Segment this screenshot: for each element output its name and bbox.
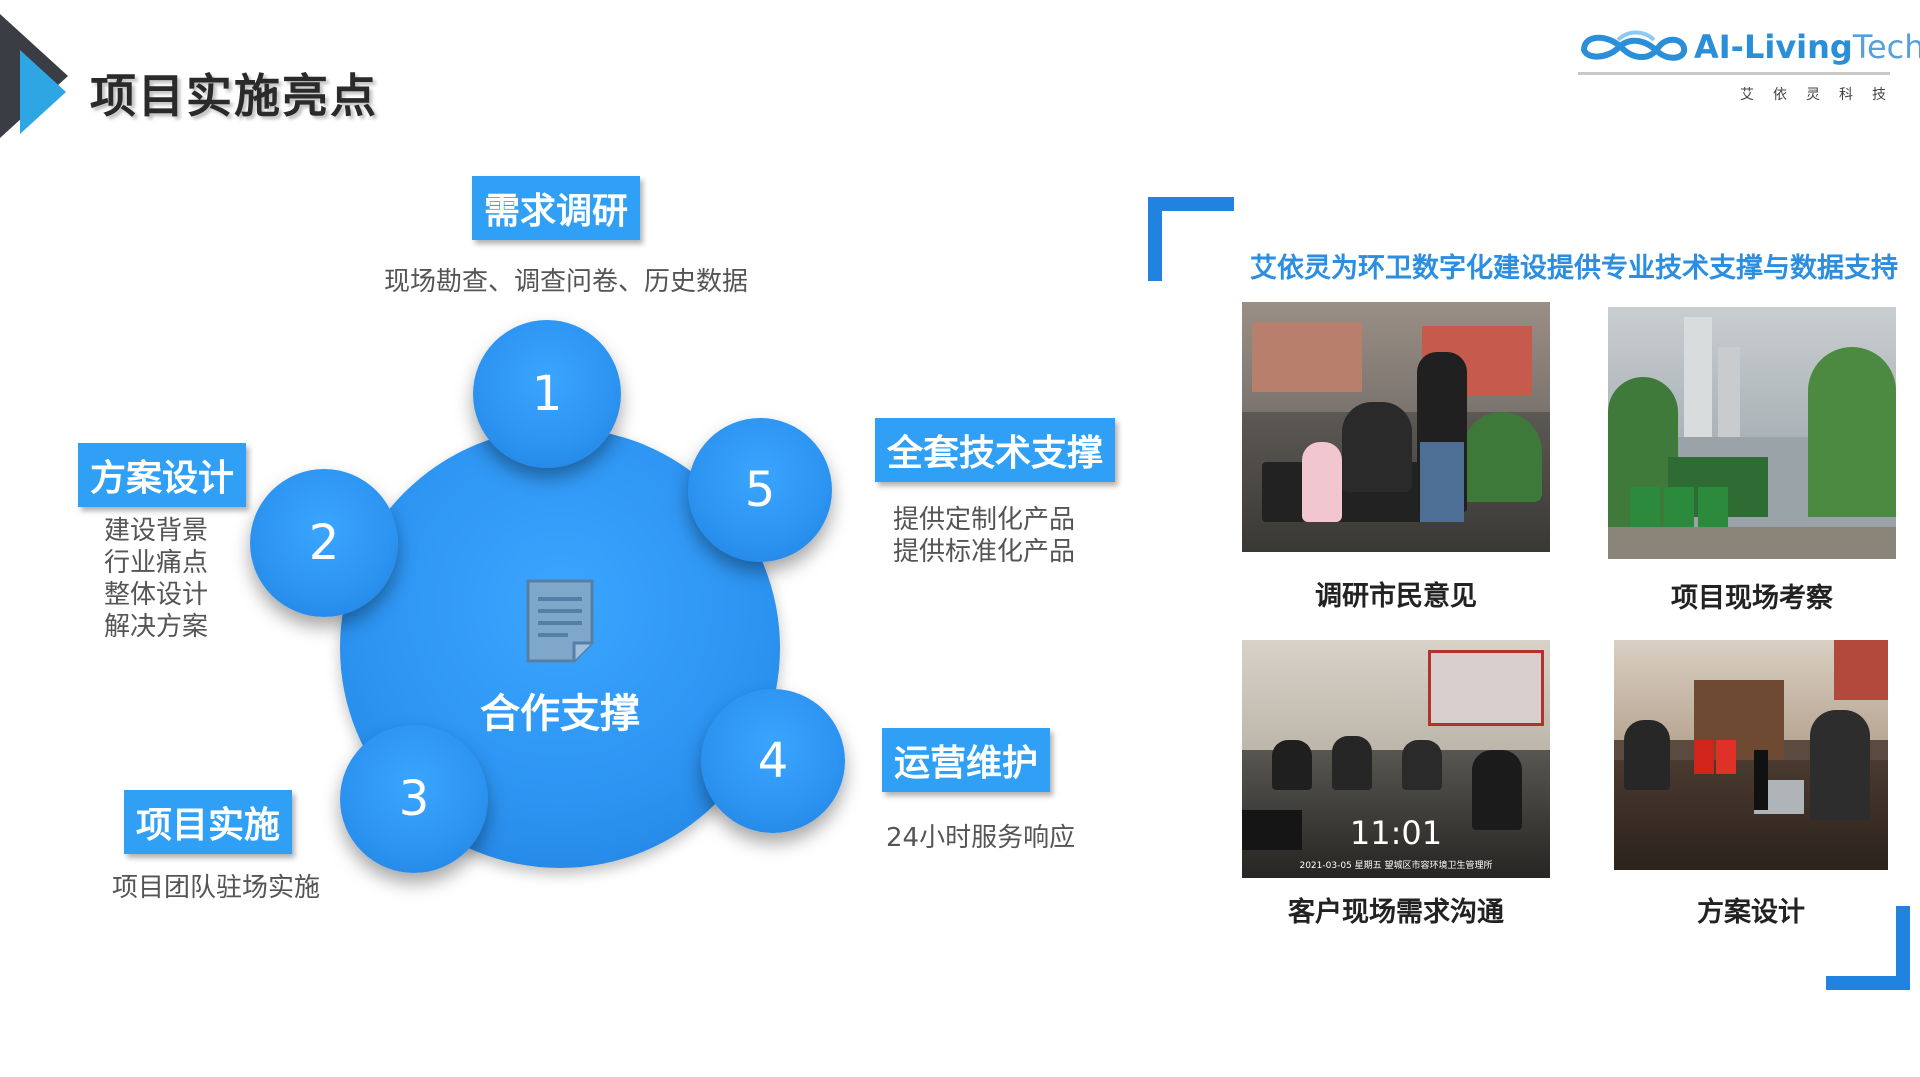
step-number: 2: [308, 515, 340, 571]
step-title-4: 运营维护: [882, 728, 1051, 792]
photo-overlay-date: 2021-03-05 星期五 望城区市容环境卫生管理所: [1299, 861, 1493, 871]
photo-solution-design: [1614, 640, 1888, 870]
attendee: [1272, 740, 1312, 790]
photo-site-inspection: [1608, 307, 1896, 559]
photo-caption-3: 客户现场需求沟通: [1288, 897, 1504, 928]
person: [1624, 720, 1670, 790]
speaker: [1754, 750, 1768, 810]
step-circle-1: 1: [473, 320, 621, 468]
step-number: 3: [398, 771, 430, 827]
desc-line: 提供标准化产品: [893, 537, 1076, 567]
laptop: [1242, 810, 1302, 850]
step-circle-5: 5: [688, 418, 832, 562]
step-title-3: 项目实施: [124, 790, 293, 854]
shop-shelf: [1252, 322, 1362, 392]
desc-line: 现场勘查、调查问卷、历史数据: [384, 267, 749, 297]
desc-line: 项目团队驻场实施: [112, 873, 321, 903]
company-logo: AI-LivingTech 艾依灵科技: [1578, 22, 1920, 106]
desc-line: 行业痛点: [104, 548, 209, 578]
logo-wordmark: AI-LivingTech: [1694, 28, 1920, 66]
corner-bracket-bottom-right: [1896, 906, 1910, 990]
person: [1810, 710, 1870, 820]
step-desc-5: 提供定制化产品 提供标准化产品: [893, 504, 1075, 568]
step-desc-1: 现场勘查、调查问卷、历史数据: [384, 266, 748, 298]
photo-caption-1: 调研市民意见: [1315, 581, 1477, 612]
child: [1302, 442, 1342, 522]
step-number: 1: [531, 366, 563, 422]
step-desc-4: 24小时服务响应: [886, 822, 1075, 854]
step-title-5: 全套技术支撑: [875, 418, 1116, 482]
desc-line: 24小时服务响应: [886, 823, 1076, 853]
corner-bracket-top-left: [1148, 197, 1162, 281]
flag-icon: [1716, 740, 1736, 774]
tower-building: [1684, 317, 1712, 437]
attendee: [1402, 740, 1442, 790]
step-title-1: 需求调研: [472, 176, 641, 240]
logo-brand: AI-Living: [1694, 28, 1853, 66]
step-number: 4: [757, 733, 789, 789]
photo-citizen-survey: [1242, 302, 1550, 552]
corner-bracket-bottom-right: [1826, 976, 1910, 990]
step-circle-3: 3: [340, 725, 488, 873]
photo-client-meeting: 11:01 2021-03-05 星期五 望城区市容环境卫生管理所: [1242, 640, 1550, 878]
ground: [1608, 527, 1896, 559]
plant: [1462, 412, 1542, 502]
step-number: 5: [744, 462, 776, 518]
logo-subtitle: 艾依灵科技: [1740, 87, 1905, 103]
step-desc-3: 项目团队驻场实施: [112, 872, 320, 904]
wall-poster: [1834, 640, 1888, 700]
header-triangle-blue: [20, 50, 66, 134]
attendee: [1472, 750, 1522, 830]
step-circle-4: 4: [701, 689, 845, 833]
desc-line: 建设背景: [104, 516, 209, 546]
photo-caption-2: 项目现场考察: [1671, 583, 1833, 614]
document-icon: [526, 579, 594, 663]
step-circle-2: 2: [250, 469, 398, 617]
tower-building: [1718, 347, 1740, 437]
photo-caption-4: 方案设计: [1697, 897, 1805, 928]
desc-line: 解决方案: [104, 612, 209, 642]
step-desc-2: 建设背景 行业痛点 整体设计 解决方案: [104, 515, 208, 643]
infinity-logo-icon: [1581, 30, 1688, 61]
desc-line: 整体设计: [104, 580, 209, 610]
panel-heading: 艾依灵为环卫数字化建设提供专业技术支撑与数据支持: [1250, 253, 1898, 284]
wall-board: [1428, 650, 1544, 726]
flag-icon: [1694, 740, 1714, 774]
attendee: [1332, 736, 1372, 790]
tree: [1808, 347, 1896, 517]
person-jeans: [1420, 442, 1464, 522]
person-seated: [1342, 402, 1412, 492]
photo-overlay-time: 11:01: [1349, 814, 1443, 852]
page-title: 项目实施亮点: [90, 69, 378, 123]
center-label: 合作支撑: [480, 691, 640, 737]
logo-brand-suffix: Tech: [1852, 28, 1920, 66]
desc-line: 提供定制化产品: [893, 505, 1076, 535]
step-title-2: 方案设计: [78, 443, 247, 507]
corner-bracket-top-left: [1148, 197, 1234, 211]
logo-divider: [1578, 72, 1890, 75]
